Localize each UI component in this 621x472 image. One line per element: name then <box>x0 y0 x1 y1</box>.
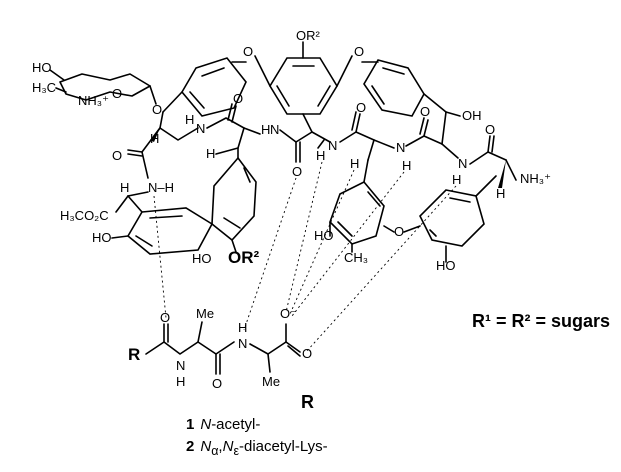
top-central-ring <box>269 57 338 115</box>
caption-item-subscript2: ε <box>233 444 240 458</box>
hydrogen-bond-lines <box>153 161 457 353</box>
atom-nh3-sugar: NH₃⁺ <box>78 93 109 108</box>
atom-h-right3: H <box>452 172 461 187</box>
caption-item-subscript: α <box>211 444 219 458</box>
atom-nh3-right: NH₃⁺ <box>520 171 551 186</box>
atom-o-ligand2: O <box>212 376 222 391</box>
stereo-wedge-right <box>498 160 506 188</box>
caption-item-number: 1 <box>186 416 195 433</box>
atom-n-amide3: N <box>328 138 337 153</box>
atom-o-amide3: O <box>356 100 366 115</box>
caption-item-name-italic2: N <box>222 438 234 455</box>
atom-o-amide2: O <box>292 164 302 179</box>
atom-h3c-sugar: H₃C <box>32 80 56 95</box>
atom-o-carboxylate: O⁻ <box>280 306 297 321</box>
atom-n-right: N <box>396 140 405 155</box>
caption-item-sep: , <box>218 438 223 455</box>
atom-n-left1: N <box>196 121 205 136</box>
caption-item-name: -acetyl- <box>211 416 261 433</box>
atom-n-amide2: N <box>270 122 279 137</box>
caption-item-name-italic: N <box>200 438 212 455</box>
atom-o-top-right: O <box>354 44 364 59</box>
atom-o-carboxylate2: O <box>302 346 312 361</box>
atom-o-top-left: O <box>243 44 253 59</box>
atom-o-sugar-ring: O <box>112 86 122 101</box>
atom-ho-right-ring: HO <box>436 258 456 273</box>
atom-oh-top-right: OH <box>462 108 482 123</box>
amino-sugar-ring <box>59 73 151 101</box>
atom-nh-left: N–H <box>148 180 174 195</box>
atom-me2: Me <box>262 374 280 389</box>
atom-ho-or2: HO <box>192 251 212 266</box>
atom-ho-mid-ring: HO <box>314 228 334 243</box>
caption-item-name-italic: N <box>200 416 212 433</box>
atom-o-amide4: O <box>420 104 430 119</box>
atom-o-top: OR² <box>296 28 321 43</box>
atom-h-left-c: H <box>120 180 129 195</box>
atom-n-ligand1: N <box>176 358 185 373</box>
atom-o-left-carbonyl: O <box>112 148 122 163</box>
atom-ch3-mid: CH₃ <box>344 250 368 265</box>
atom-me1: Me <box>196 306 214 321</box>
right-middle-aromatic-ring <box>329 181 385 245</box>
atom-o-glycosidic: O <box>152 102 162 117</box>
caption-heading: R <box>301 392 314 412</box>
caption-item-name: -diacetyl-Lys- <box>239 438 328 455</box>
atom-h-right-alpha: H <box>496 186 505 201</box>
atom-o-mid-ether: O <box>394 224 404 239</box>
atom-o-amide1: O <box>233 91 243 106</box>
atom-h-mid: H <box>316 148 325 163</box>
atom-or2-mid: OR² <box>228 248 260 267</box>
atom-h3co2c: H₃CO₂C <box>60 208 109 223</box>
atom-h-right-n: H <box>402 158 411 173</box>
atom-h-amide2: H <box>206 146 215 161</box>
stereo-wedge-left <box>150 128 160 142</box>
atom-o-ligand1: O <box>160 310 170 325</box>
atom-h-left1b: H <box>185 112 194 127</box>
atom-ho-sugar: HO <box>32 60 52 75</box>
central-vertical-aromatic-ring <box>211 156 257 242</box>
atom-o-right: O <box>485 122 495 137</box>
atom-n-right2: N <box>458 156 467 171</box>
atom-ho-left-ring: HO <box>92 230 112 245</box>
right-lower-catechol-ring <box>419 189 485 247</box>
atom-h-amide2b: H <box>261 122 270 137</box>
atom-h-ligand2: H <box>238 320 247 335</box>
atom-h-mid2: H <box>350 156 359 171</box>
substituent-formula: R¹ = R² = sugars <box>472 311 611 331</box>
atom-r-ligand: R <box>128 345 140 364</box>
lower-left-aromatic-ring <box>126 207 214 255</box>
atom-h-ligand1: H <box>176 374 185 389</box>
caption-item-number: 2 <box>186 438 195 455</box>
upper-right-phenyl-ring <box>363 59 425 117</box>
atom-n-ligand2: N <box>238 336 247 351</box>
